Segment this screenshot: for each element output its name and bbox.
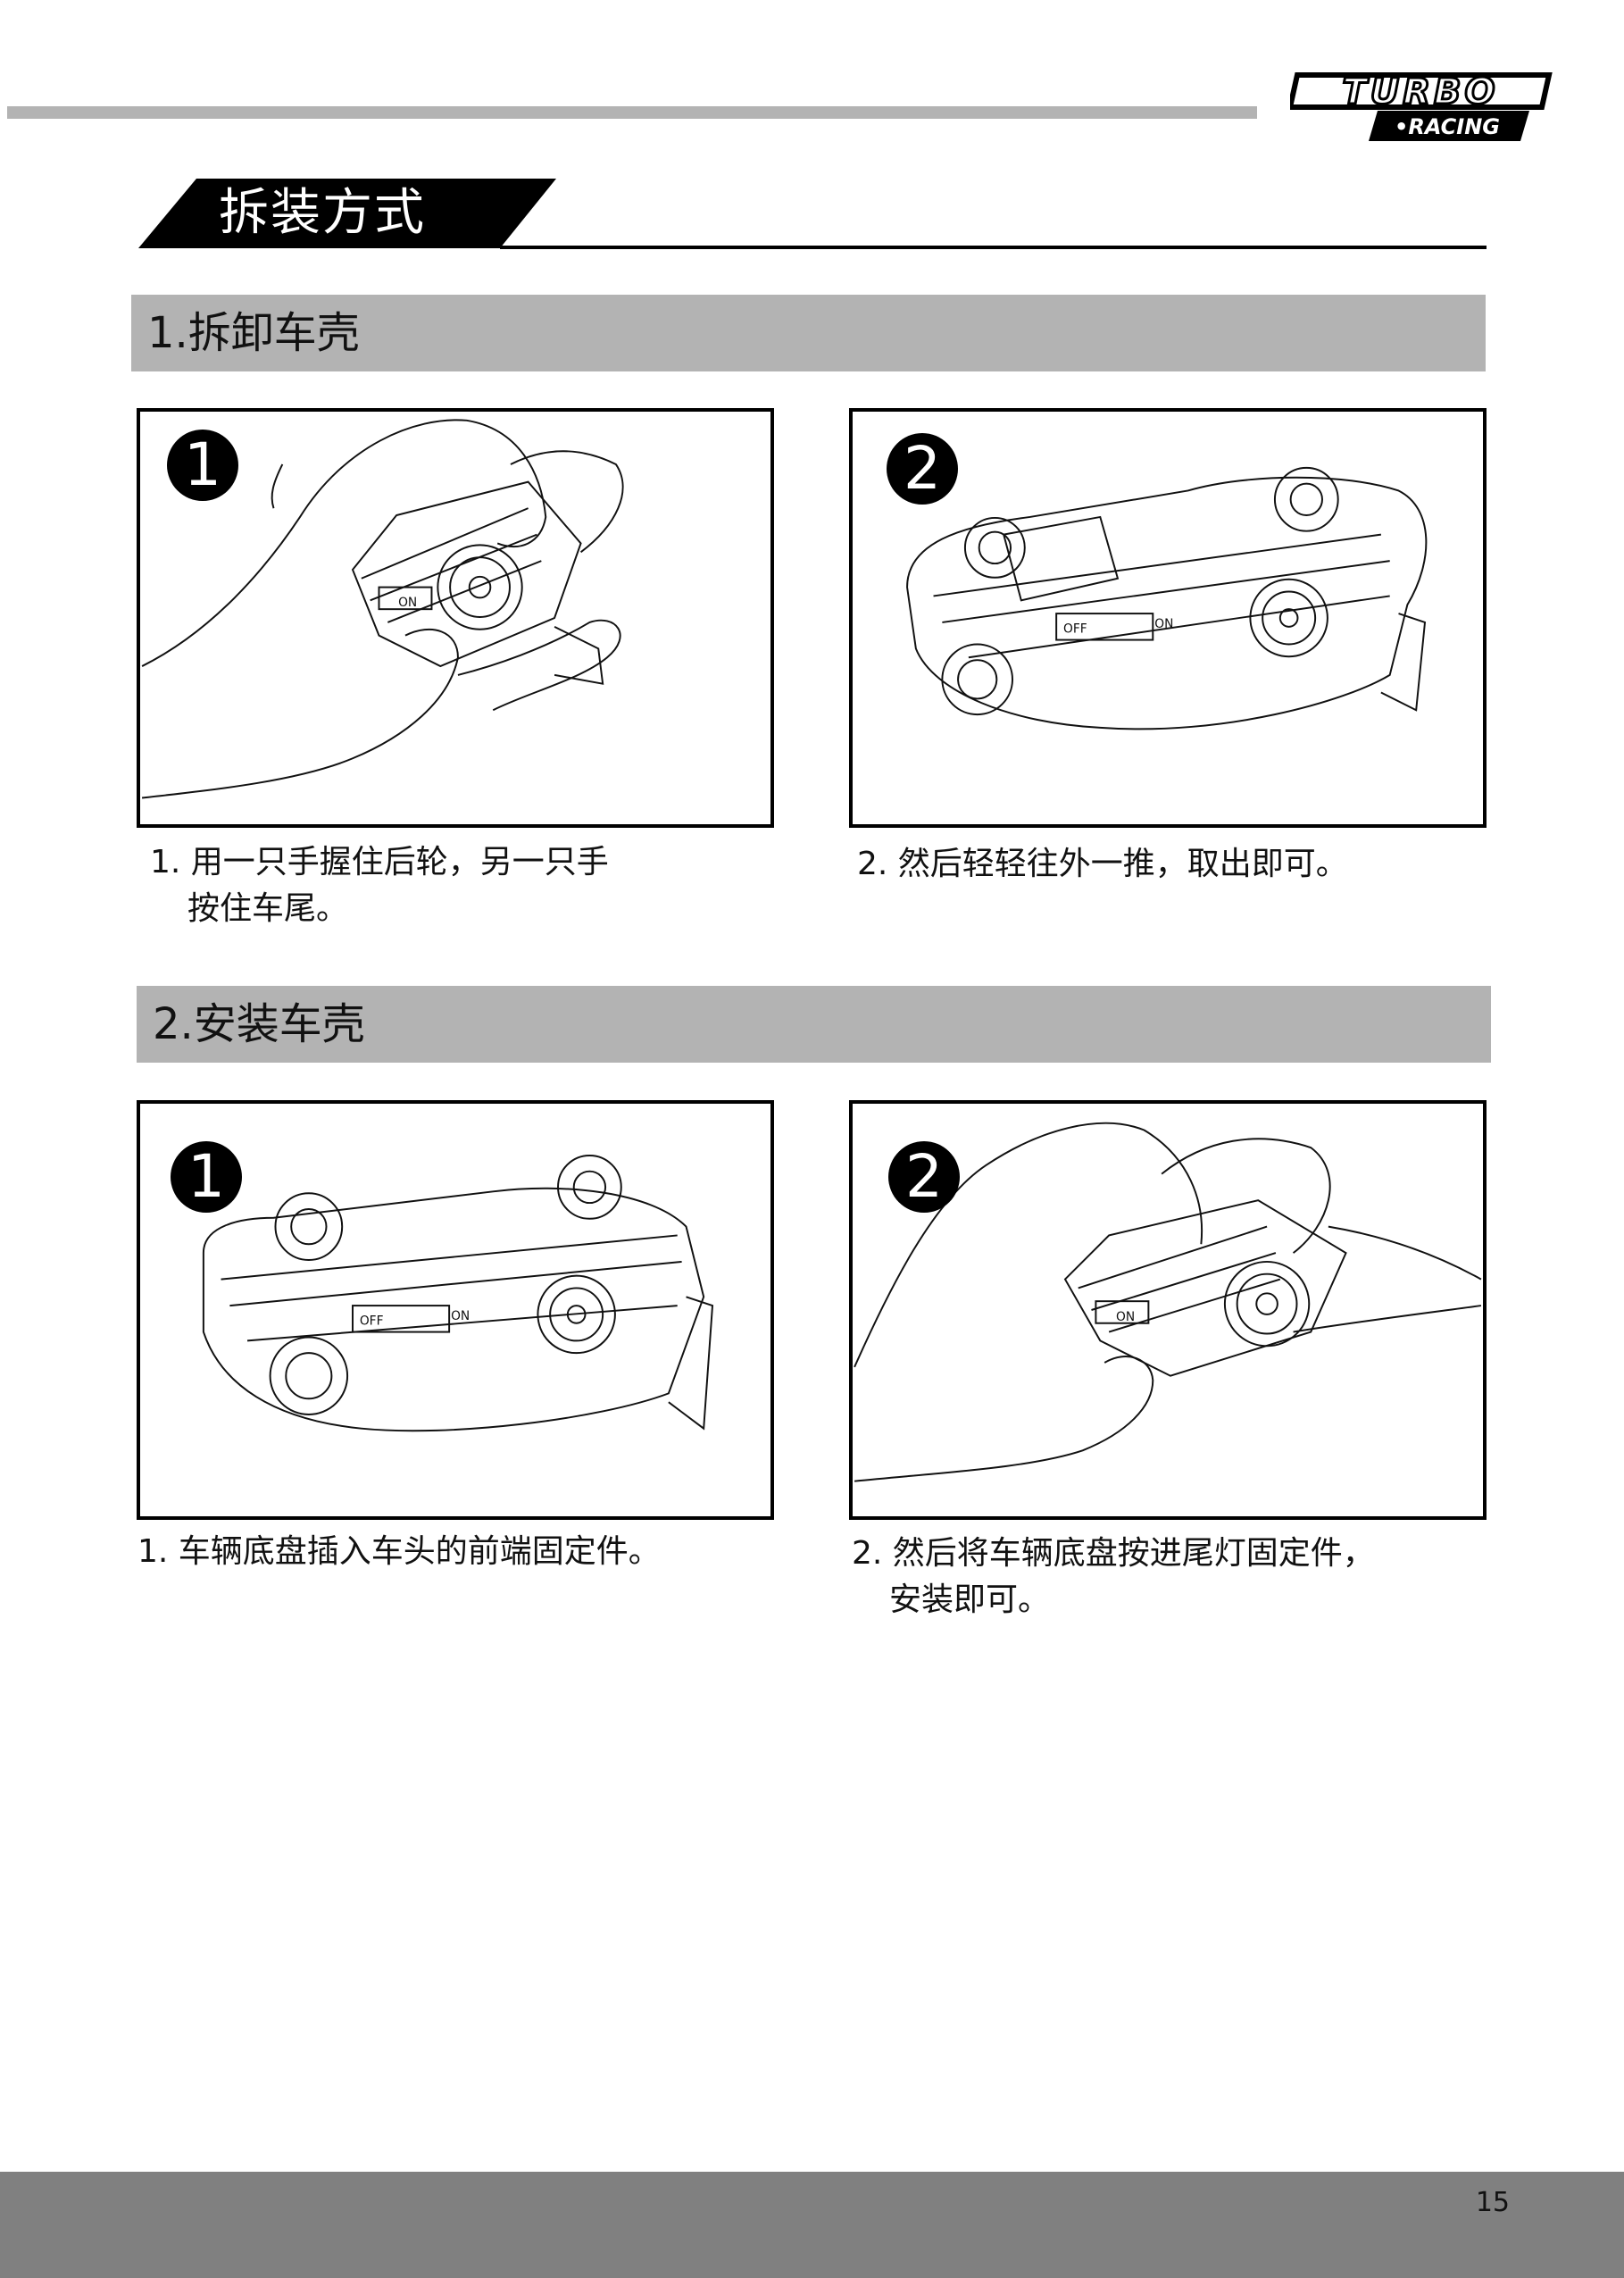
- page-title-banner: 拆装方式: [138, 177, 1487, 250]
- step-badge: 1: [171, 1141, 242, 1213]
- switch-label-off: OFF: [1063, 622, 1087, 637]
- illustration-install-step-2: ON 2: [849, 1100, 1487, 1520]
- caption-line: 1. 用一只手握住后轮，另一只手: [150, 844, 609, 880]
- section-heading-install-shell: 2.安装车壳: [137, 986, 1491, 1063]
- switch-label-on: ON: [1116, 1310, 1135, 1324]
- caption-line: 按住车尾。: [187, 890, 349, 927]
- turbo-racing-logo: TURBO •RACING: [1290, 71, 1553, 141]
- page-title: 拆装方式: [219, 184, 426, 242]
- illustration-remove-step-1: ON 1: [137, 408, 774, 828]
- step-caption: 1. 用一只手握住后轮，另一只手 按住车尾。: [150, 839, 775, 932]
- illustration-install-step-1: OFF ON 1: [137, 1100, 774, 1520]
- page-number: 15: [1475, 2187, 1510, 2218]
- switch-label-on: ON: [451, 1309, 470, 1323]
- step-caption: 1. 车辆底盘插入车头的前端固定件。: [137, 1529, 762, 1575]
- caption-line: 1. 车辆底盘插入车头的前端固定件。: [137, 1533, 661, 1570]
- step-caption: 2. 然后将车辆底盘按进尾灯固定件， 安装即可。: [852, 1531, 1477, 1623]
- switch-label-off: OFF: [360, 1314, 384, 1329]
- switch-label-on: ON: [398, 596, 417, 610]
- caption-line: 2. 然后将车辆底盘按进尾灯固定件，: [852, 1535, 1375, 1572]
- header-rule: [7, 106, 1257, 119]
- caption-line: 安装即可。: [889, 1581, 1051, 1618]
- caption-line: 2. 然后轻轻往外一推，取出即可。: [857, 846, 1348, 882]
- step-badge: 2: [887, 433, 958, 505]
- section-heading-remove-shell: 1.拆卸车壳: [131, 295, 1486, 371]
- logo-text-racing: •RACING: [1395, 114, 1500, 139]
- step-badge: 2: [888, 1141, 960, 1213]
- step-caption: 2. 然后轻轻往外一推，取出即可。: [857, 841, 1482, 888]
- switch-label-on: ON: [1154, 617, 1173, 631]
- footer-bar: [0, 2172, 1624, 2278]
- logo-text-turbo: TURBO: [1342, 71, 1498, 113]
- step-badge: 1: [167, 430, 238, 501]
- illustration-remove-step-2: OFF ON 2: [849, 408, 1487, 828]
